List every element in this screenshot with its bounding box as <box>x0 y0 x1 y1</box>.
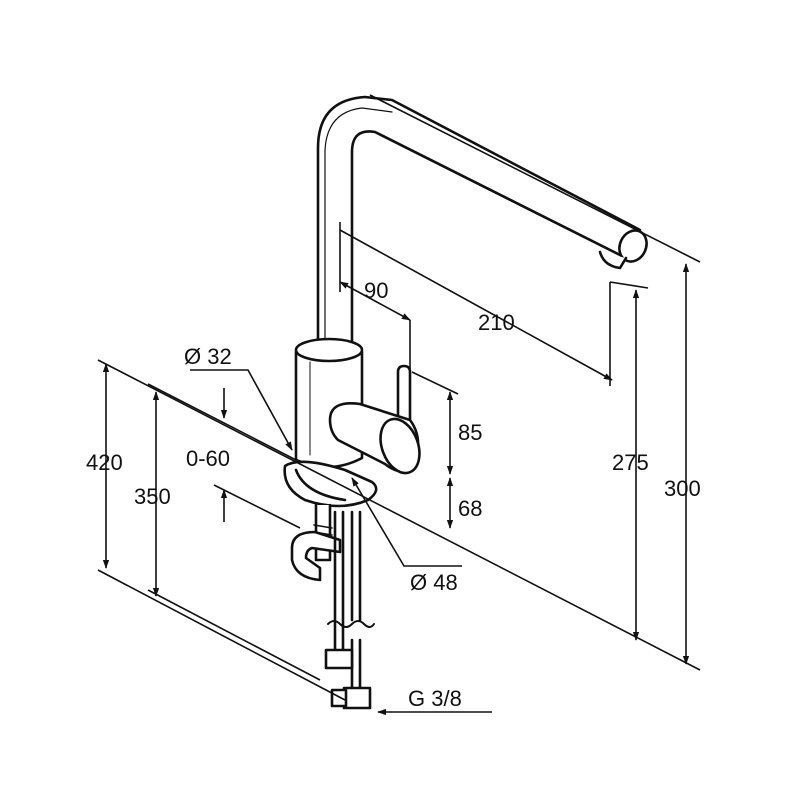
dim-275: 275 <box>612 450 649 475</box>
fitting-left <box>324 648 354 670</box>
spout-pipe <box>316 95 642 344</box>
dim-thread-g38: G 3/8 <box>408 686 462 711</box>
hose-break <box>327 620 375 628</box>
hose-right <box>350 510 362 692</box>
base-plate <box>283 460 378 508</box>
mounting-bracket <box>290 530 342 582</box>
fitting-nut <box>330 688 348 708</box>
dim-85: 85 <box>458 420 482 445</box>
dim-90: 90 <box>364 278 388 303</box>
hose-left <box>333 510 345 662</box>
fitting-right <box>342 686 372 710</box>
spout-highlight <box>324 107 393 341</box>
aerator <box>598 250 628 270</box>
handle-cap <box>379 417 421 475</box>
dim-diameter-32: Ø 32 <box>184 344 232 369</box>
dim-350: 350 <box>134 484 171 509</box>
dimension-lines <box>97 94 701 716</box>
body-top <box>294 337 364 363</box>
base-plate-inner <box>294 468 347 502</box>
dim-300: 300 <box>664 476 701 501</box>
dim-420: 420 <box>86 450 123 475</box>
dim-0-60: 0-60 <box>186 446 230 471</box>
dim-210: 210 <box>478 310 515 335</box>
dimension-labels: 90 210 Ø 32 0-60 420 350 85 68 Ø 48 275 … <box>86 278 701 711</box>
dim-diameter-48: Ø 48 <box>410 570 458 595</box>
dim-68: 68 <box>458 496 482 521</box>
